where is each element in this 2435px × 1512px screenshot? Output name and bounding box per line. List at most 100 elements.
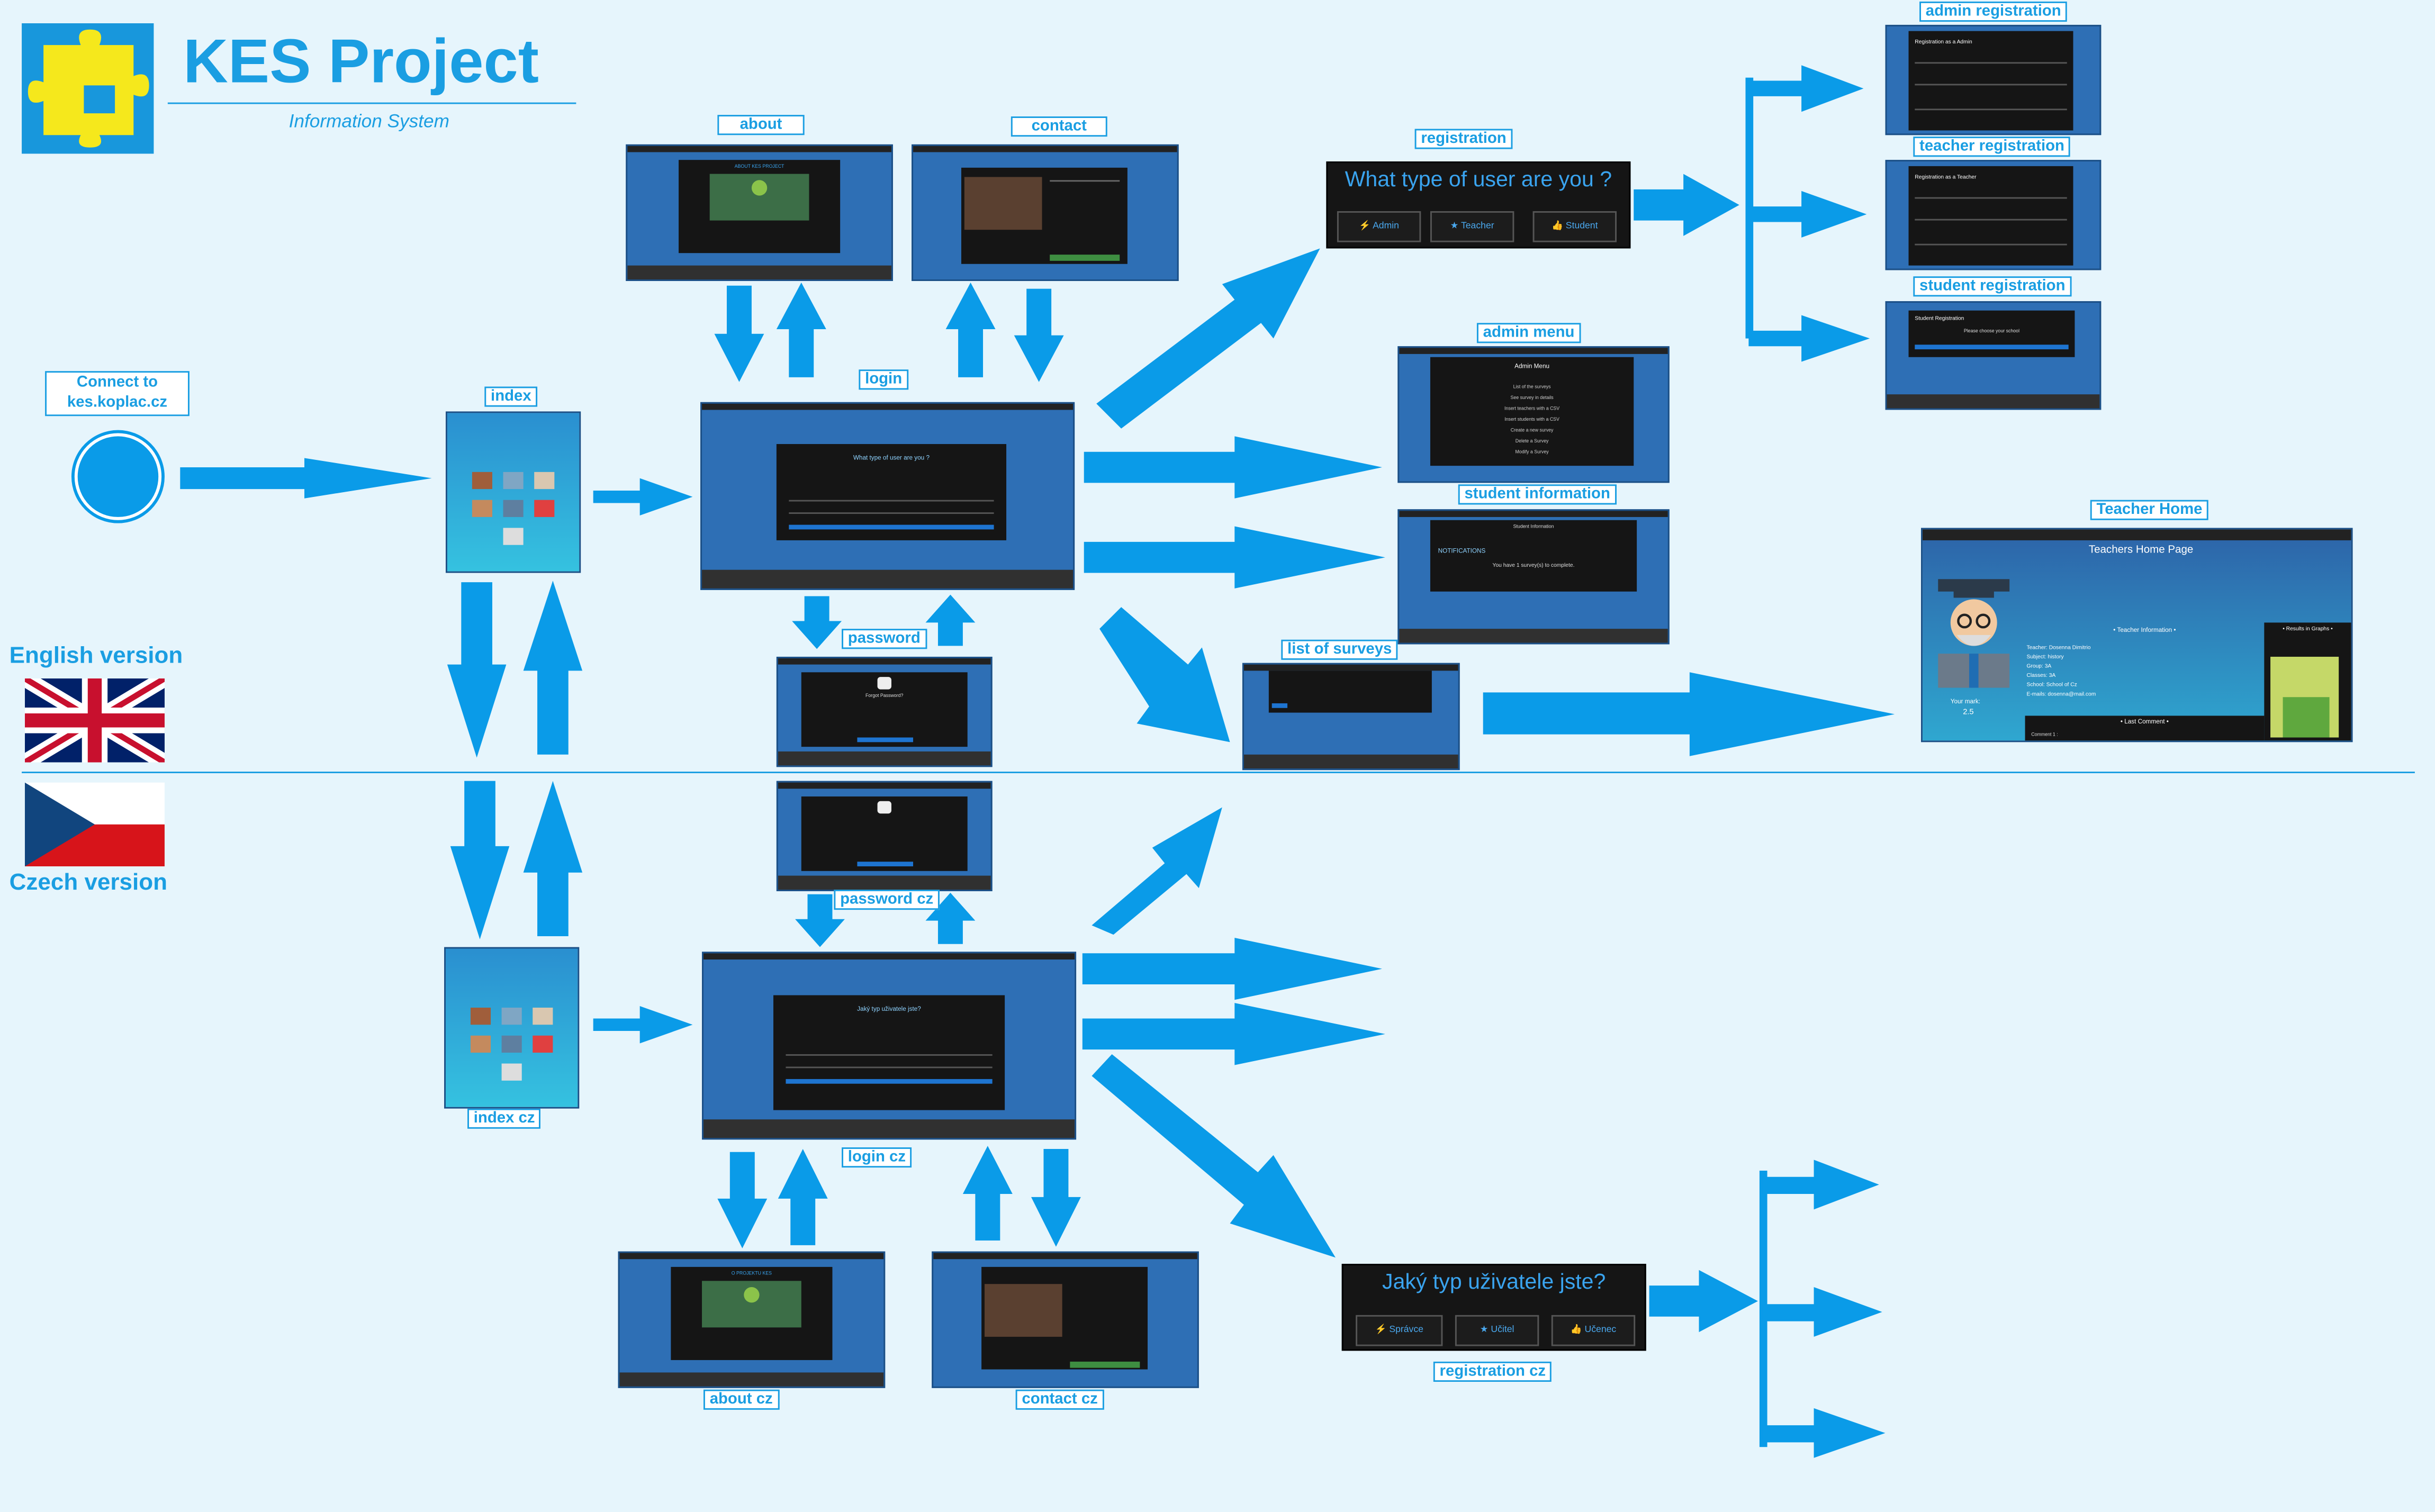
thumb-student-information[interactable]: Student Information NOTIFICATIONS You ha… (1397, 509, 1670, 645)
about-cz-title: O PROJEKTU KES (731, 1270, 772, 1276)
teacher-registration-title: Registration as a Teacher (1915, 174, 1977, 180)
teacher-type-button[interactable]: ★ Teacher (1430, 211, 1514, 242)
registration-box[interactable]: What type of user are you ? ⚡ Admin ★ Te… (1326, 161, 1631, 249)
label-student-information: student information (1458, 484, 1617, 505)
uk-flag-icon (24, 678, 165, 763)
entry-label-line1: Connect to (76, 374, 158, 392)
thumb-password[interactable]: Forgot Password? (776, 656, 993, 767)
apple-image (751, 180, 768, 196)
student-type-button[interactable]: 👍 Student (1532, 211, 1617, 242)
admin-type-button[interactable]: ⚡ Admin (1337, 211, 1421, 242)
admin-registration-title: Registration as a Admin (1915, 39, 1972, 46)
admin-menu-item: See survey in details (1510, 394, 1554, 401)
arrow-logincz-contact-up (962, 1146, 1013, 1241)
photo-tile (534, 472, 555, 490)
arrow-registration-to-forms (1634, 174, 1739, 236)
arrow-index-up (523, 581, 583, 755)
label-about: about (717, 115, 805, 135)
teacher-detail: Classes: 3A (2026, 672, 2056, 679)
thumb-contact[interactable] (912, 144, 1179, 281)
puzzle-logo (22, 23, 154, 154)
thumb-login-cz[interactable]: Jaký typ uživatele jste? (702, 952, 1077, 1140)
label-list-of-surveys: list of surveys (1281, 639, 1399, 660)
thumb-index-cz[interactable] (444, 947, 580, 1109)
arrow-logincz-to-registrationcz (1092, 1054, 1336, 1258)
label-contact-cz: contact cz (1015, 1389, 1104, 1410)
choose-school-text: Please choose your school (1963, 328, 2020, 334)
lock-icon (877, 677, 891, 690)
arrow-logincz-about-up (778, 1148, 828, 1245)
photo-tile (470, 1007, 491, 1025)
photo-tile (472, 472, 492, 490)
arrow-cz-down (450, 781, 510, 939)
photo-tile (470, 1035, 491, 1053)
classroom-image (984, 1284, 1062, 1337)
arrow-password-down (792, 596, 842, 649)
puzzle-icon (28, 29, 149, 148)
thumb-list-of-surveys[interactable] (1242, 663, 1460, 771)
photo-tile (503, 528, 524, 545)
results-graphs-panel: • Results in Graphs • (2264, 622, 2351, 741)
arrow-cz-form3 (1762, 1408, 1886, 1458)
photo-tile (501, 1063, 522, 1081)
thumb-student-registration[interactable]: Student Registration Please choose your … (1885, 301, 2102, 410)
form-lines (1050, 180, 1120, 182)
label-admin-menu: admin menu (1476, 323, 1581, 343)
admin-menu-item: Modify a Survey (1515, 448, 1549, 455)
arrow-contact-up (945, 282, 996, 377)
thumb-contact-cz[interactable] (932, 1251, 1199, 1388)
registration-cz-box[interactable]: Jaký typ uživatele jste? ⚡ Správce ★ Uči… (1341, 1264, 1646, 1351)
label-password: password (842, 629, 927, 649)
teacher-avatar-icon (1938, 579, 2010, 688)
label-student-registration: student registration (1913, 276, 2072, 297)
thumb-about[interactable]: ABOUT KES PROJECT (626, 144, 893, 281)
admin-menu-item: Insert teachers with a CSV (1504, 405, 1560, 412)
arrow-index-down (447, 582, 507, 758)
entry-circle (74, 433, 162, 520)
thumb-login[interactable]: What type of user are you ? (700, 402, 1075, 590)
thumb-about-cz[interactable]: O PROJEKTU KES (618, 1251, 886, 1388)
photo-tile (503, 472, 524, 490)
arrow-indexcz-to-logincz (593, 1006, 693, 1044)
results-graphs-title: • Results in Graphs • (2283, 626, 2333, 632)
send-button (1070, 1361, 1140, 1368)
english-version-label: English version (9, 642, 183, 669)
student-cz-type-button[interactable]: 👍 Učenec (1551, 1315, 1636, 1346)
last-comment-title: • Last Comment • (2120, 717, 2169, 726)
teacher-detail: School: School of Cz (2026, 681, 2077, 688)
label-index-cz: index cz (467, 1108, 542, 1129)
classroom-image (964, 177, 1042, 230)
arrow-passwordcz-down (795, 894, 845, 947)
thumb-password-cz[interactable] (776, 781, 993, 891)
arrow-logincz-contact-down (1031, 1148, 1081, 1247)
photo-tile (472, 500, 492, 517)
arrow-login-to-surveys (1099, 607, 1230, 743)
last-comment-box: • Last Comment • Comment 1 : (2025, 716, 2265, 741)
lock-icon (877, 801, 891, 814)
arrow-login-to-registration (1096, 248, 1320, 429)
language-divider (22, 772, 2415, 773)
registration-question: What type of user are you ? (1345, 166, 1612, 191)
thumb-admin-menu[interactable]: Admin Menu List of the surveys See surve… (1397, 346, 1670, 483)
send-button (1050, 255, 1120, 261)
thumb-teacher-registration[interactable]: Registration as a Teacher (1885, 160, 2102, 270)
password-thumb-title: Forgot Password? (865, 692, 904, 699)
label-index: index (484, 386, 538, 407)
thumb-admin-registration[interactable]: Registration as a Admin (1885, 24, 2102, 135)
arrow-cz-form1 (1762, 1160, 1879, 1210)
apple-image (744, 1287, 760, 1303)
thumb-teacher-home[interactable]: Teachers Home Page Your mark: 2.5 • Teac… (1920, 528, 2353, 743)
arrow-contact-down (1014, 288, 1064, 382)
arrow-to-teacher-registration (1748, 191, 1867, 238)
teacher-detail: Subject: history (2026, 654, 2064, 660)
photo-tile (534, 500, 555, 517)
teacher-info-panel: • Teacher Information • Teacher: Dosenna… (2019, 622, 2270, 716)
label-admin-registration: admin registration (1919, 1, 2068, 22)
teacher-cz-type-button[interactable]: ★ Učitel (1455, 1315, 1539, 1346)
photo-tile (501, 1007, 522, 1025)
thumb-index[interactable] (445, 411, 581, 573)
admin-cz-type-button[interactable]: ⚡ Správce (1356, 1315, 1443, 1346)
admin-menu-title: Admin Menu (1514, 361, 1550, 370)
arrow-cz-form2 (1762, 1287, 1882, 1337)
